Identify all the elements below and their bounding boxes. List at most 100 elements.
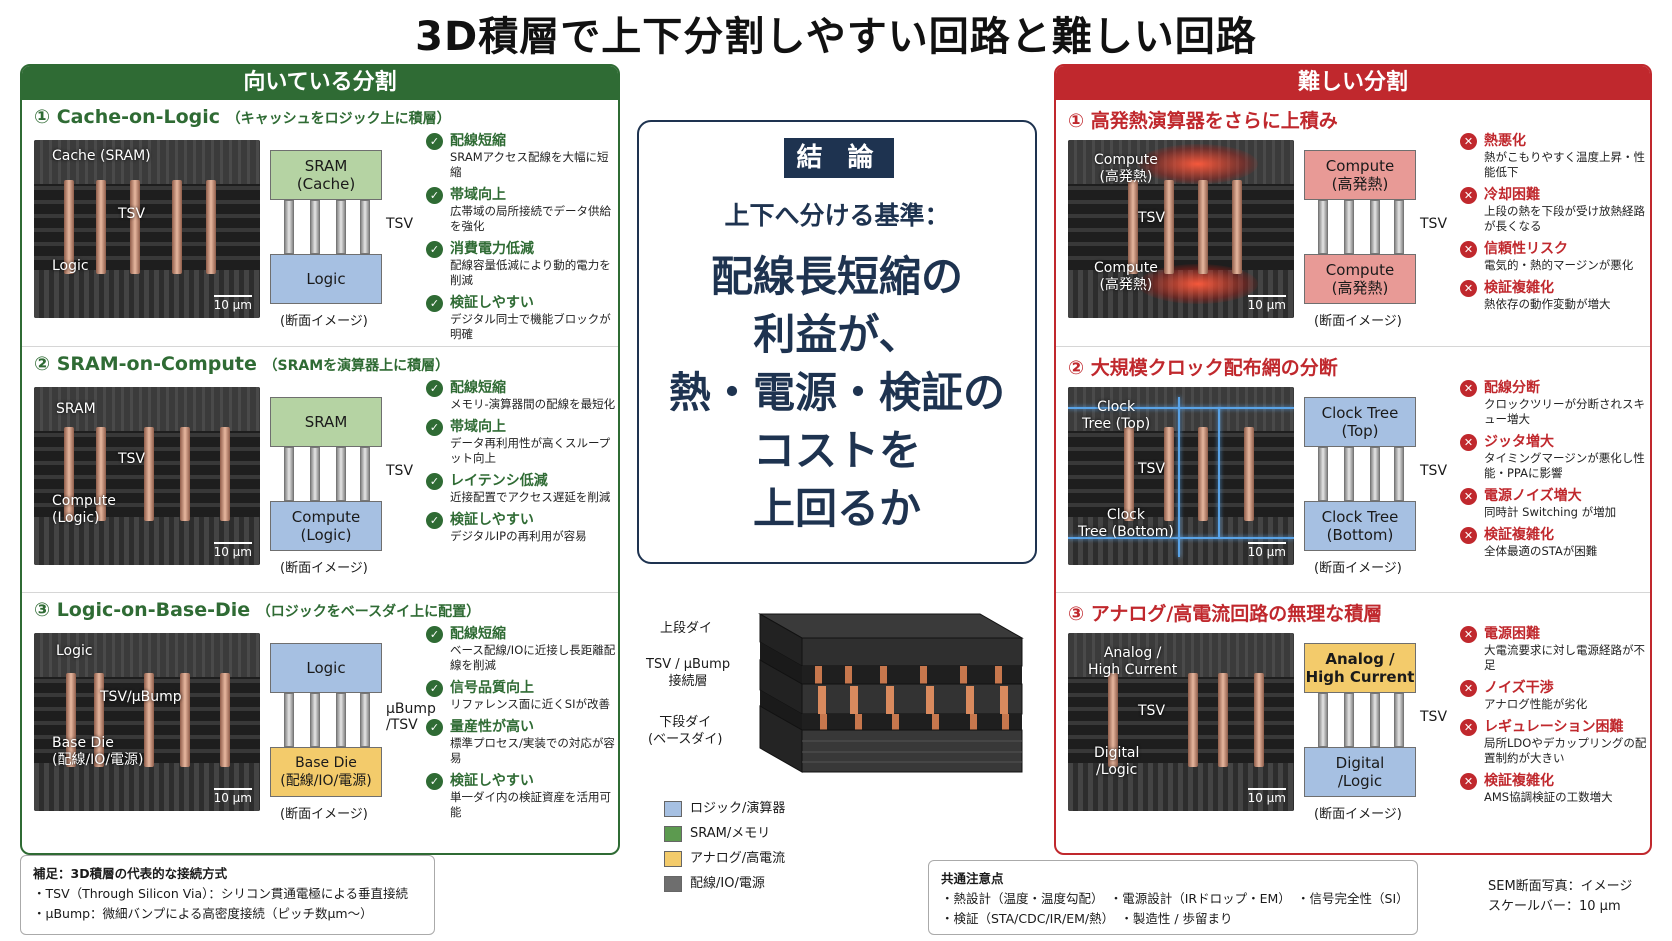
- risk-list: ✕熱悪化熱がこもりやすく温度上昇・性能低下 ✕冷却困難上段の熱を下段が受け放熱経…: [1460, 132, 1650, 318]
- diagram-bottom-label: Compute (高発熱): [1325, 261, 1395, 297]
- check-icon: ✓: [426, 419, 443, 436]
- diagram-caption: (断面イメージ): [1314, 807, 1402, 822]
- top-die-label: 上段ダイ: [660, 621, 713, 636]
- benefit-item: ✓レイテンシ低減近接配置でアクセス遅延を削減: [426, 472, 616, 505]
- benefit-heading: 消費電力低減: [450, 241, 534, 257]
- diagram-bottom-label: Digital /Logic: [1335, 754, 1385, 790]
- sem-mid-label: TSV: [118, 451, 146, 467]
- benefit-heading: 検証しやすい: [450, 512, 534, 528]
- legend-swatch-analog: [664, 851, 682, 867]
- sem-bottom-label: Digital /Logic: [1094, 745, 1140, 778]
- risk-desc: 局所LDOやデカップリングの配置制約が大きい: [1484, 736, 1647, 765]
- risk-desc: クロックツリーが分断されスキュー増大: [1484, 397, 1645, 426]
- legend-item: 配線/IO/電源: [664, 875, 785, 900]
- section-title: ① 高発熱演算器をさらに上積み: [1068, 110, 1338, 132]
- scale-bar: 10 μm: [1247, 542, 1286, 559]
- risk-desc: 熱依存の動作変動が増大: [1484, 297, 1611, 311]
- color-legend: ロジック/演算器 SRAM/メモリ アナログ/高電流 配線/IO/電源: [664, 800, 785, 900]
- sem-bottom-label: Base Die (配線/IO/電源): [52, 735, 144, 768]
- benefit-desc: メモリ-演算器間の配線を最短化: [450, 397, 616, 411]
- note-line: ・μBump：微細バンプによる高密度接続（ピッチ数μm〜）: [33, 906, 373, 921]
- risk-heading: 検証複雑化: [1484, 527, 1554, 543]
- risk-desc: タイミングマージンが悪化し性能・PPAに影響: [1484, 451, 1645, 480]
- risk-heading: 配線分断: [1484, 380, 1540, 396]
- risk-heading: レギュレーション困難: [1484, 719, 1624, 735]
- conclusion-line: 配線長短縮の: [710, 252, 963, 301]
- benefit-heading: 配線短縮: [450, 133, 506, 149]
- risk-heading: 検証複雑化: [1484, 773, 1554, 789]
- risk-heading: 電源困難: [1484, 626, 1540, 642]
- section-title: ③ アナログ/高電流回路の無理な積層: [1068, 603, 1383, 625]
- check-icon: ✓: [426, 512, 443, 529]
- via-label: TSV: [1420, 463, 1448, 479]
- section-sram-on-compute: ② SRAM-on-Compute （SRAMを演算器上に積層） SRAM TS…: [22, 346, 618, 592]
- benefit-heading: 信号品質向上: [450, 680, 534, 696]
- cross-icon: ✕: [1460, 488, 1477, 505]
- cross-icon: ✕: [1460, 434, 1477, 451]
- conclusion-line: 熱・電源・検証の: [668, 368, 1005, 417]
- risk-list: ✕配線分断クロックツリーが分断されスキュー増大 ✕ジッタ増大タイミングマージンが…: [1460, 379, 1650, 565]
- difficult-split-header: 難しい分割: [1056, 66, 1650, 100]
- cross-icon: ✕: [1460, 626, 1477, 643]
- sem-top-label: SRAM: [56, 401, 96, 417]
- diagram-top-block: Analog / High Current: [1304, 643, 1416, 693]
- sem-bottom-label: Logic: [52, 258, 89, 274]
- section-heading: ③ Logic-on-Base-Die: [34, 599, 251, 621]
- section-title: ① Cache-on-Logic （キャッシュをロジック上に積層）: [34, 106, 451, 128]
- benefit-desc: SRAMアクセス配線を大幅に短縮: [450, 150, 609, 179]
- conclusion-criterion: 上下へ分ける基準：: [724, 201, 950, 230]
- risk-desc: 熱がこもりやすく温度上昇・性能低下: [1484, 150, 1645, 179]
- diagram-bottom-label: Logic: [306, 270, 346, 288]
- diagram-caption: (断面イメージ): [1314, 561, 1402, 576]
- sem-footnote: SEM断面写真：イメージ スケールバー：10 μm: [1488, 877, 1632, 917]
- benefit-item: ✓検証しやすいデジタル同士で機能ブロックが明確: [426, 294, 616, 342]
- diagram-top-label: SRAM (Cache): [296, 157, 356, 193]
- risk-item: ✕電源困難大電流要求に対し電源経路が不足: [1460, 625, 1650, 673]
- via-label: TSV: [1420, 709, 1448, 725]
- sem-image: Logic TSV/μBump Base Die (配線/IO/電源) 10 μ…: [34, 633, 260, 811]
- diagram-top-block: SRAM: [270, 397, 382, 447]
- cross-icon: ✕: [1460, 133, 1477, 150]
- cross-icon: ✕: [1460, 719, 1477, 736]
- diagram-caption: (断面イメージ): [280, 314, 368, 329]
- sem-bottom-label: Clock Tree (Bottom): [1078, 507, 1174, 540]
- diagram-bottom-block: Clock Tree (Bottom): [1304, 501, 1416, 551]
- sem-mid-label: TSV: [1138, 703, 1166, 719]
- section-analog-high-current: ③ アナログ/高電流回路の無理な積層 Analog / High Current…: [1056, 592, 1650, 838]
- sem-image: Analog / High Current TSV Digital /Logic…: [1068, 633, 1294, 811]
- conclusion-box: 結 論 上下へ分ける基準： 配線長短縮の 利益が、 熱・電源・検証の コストを …: [637, 120, 1037, 564]
- benefit-heading: 帯域向上: [450, 187, 506, 203]
- section-title: ③ Logic-on-Base-Die （ロジックをベースダイ上に配置）: [34, 599, 480, 621]
- benefit-list: ✓配線短縮メモリ-演算器間の配線を最短化 ✓帯域向上データ再利用性が高くスループ…: [426, 379, 616, 550]
- benefit-heading: 帯域向上: [450, 419, 506, 435]
- risk-item: ✕熱悪化熱がこもりやすく温度上昇・性能低下: [1460, 132, 1650, 180]
- section-clock-tree: ② 大規模クロック配布網の分断 Clock Tree (Top) TSV Clo…: [1056, 346, 1650, 592]
- risk-heading: 信頼性リスク: [1484, 241, 1568, 257]
- sem-image: SRAM TSV Compute (Logic) 10 μm: [34, 387, 260, 565]
- diagram-top-block: Logic: [270, 643, 382, 693]
- check-icon: ✓: [426, 187, 443, 204]
- diagram-top-label: Logic: [306, 659, 346, 677]
- diagram-top-block: SRAM (Cache): [270, 150, 382, 200]
- conclusion-line: 利益が、: [753, 310, 921, 359]
- check-icon: ✓: [426, 473, 443, 490]
- via-label: TSV: [386, 216, 414, 232]
- benefit-item: ✓配線短縮ベース配線/IOに近接し長距離配線を削減: [426, 625, 616, 673]
- difficult-split-panel: 難しい分割 ① 高発熱演算器をさらに上積み Compute (高発熱) TSV …: [1054, 64, 1652, 855]
- legend-label: アナログ/高電流: [690, 851, 786, 866]
- benefit-heading: 検証しやすい: [450, 773, 534, 789]
- cross-section-diagram: Analog / High Current Digital /Logic TSV…: [1304, 643, 1464, 822]
- 3d-stack-illustration: 上段ダイ TSV / μBump 接続層 下段ダイ (ベースダイ): [640, 596, 1040, 856]
- risk-desc: 電気的・熱的マージンが悪化: [1484, 258, 1634, 272]
- diagram-bottom-block: Compute (Logic): [270, 501, 382, 551]
- benefit-desc: データ再利用性が高くスループット向上: [450, 436, 611, 465]
- section-cache-on-logic: ① Cache-on-Logic （キャッシュをロジック上に積層） Cache …: [22, 100, 618, 346]
- section-hot-compute: ① 高発熱演算器をさらに上積み Compute (高発熱) TSV Comput…: [1056, 100, 1650, 346]
- conclusion-tag: 結 論: [784, 138, 894, 178]
- sem-top-label: Analog / High Current: [1088, 645, 1178, 678]
- scale-bar: 10 μm: [213, 295, 252, 312]
- cross-icon: ✕: [1460, 527, 1477, 544]
- benefit-item: ✓量産性が高い標準プロセス/実装での対応が容易: [426, 718, 616, 766]
- check-icon: ✓: [426, 241, 443, 258]
